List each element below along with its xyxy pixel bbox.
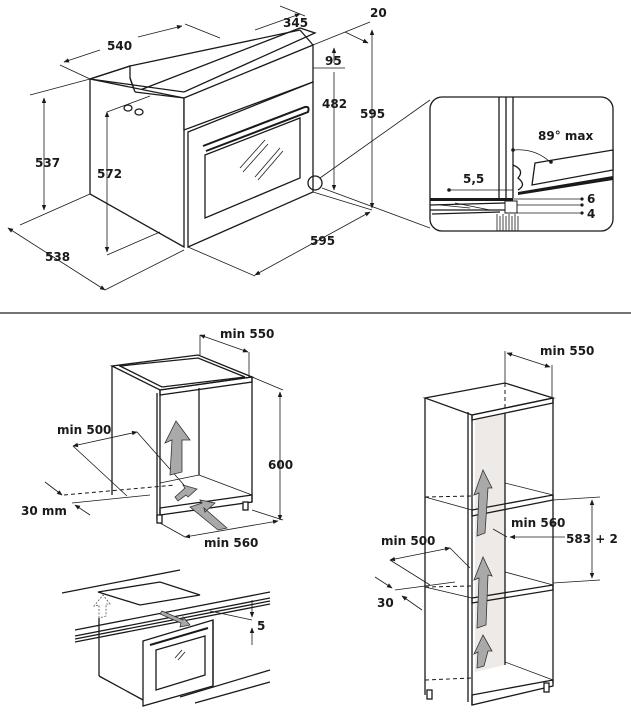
- detail-gap: 5,5: [463, 172, 484, 186]
- detail-angle: 89° max: [538, 129, 593, 143]
- airflow-arrow: [473, 555, 493, 629]
- col-width-back: min 500: [381, 534, 435, 548]
- dim-depth-top: 345: [283, 16, 308, 30]
- under-counter-cabinet: [44, 334, 284, 539]
- dim-width-top: 540: [107, 39, 132, 53]
- door-window: [204, 117, 301, 219]
- uc-width-back: min 500: [57, 423, 111, 437]
- uc-height: 600: [268, 458, 293, 472]
- uc-gap: 30 mm: [21, 504, 67, 518]
- airflow-arrow: [174, 484, 198, 502]
- oven-side: [89, 78, 185, 249]
- hob-gap: 5: [257, 619, 265, 633]
- dim-front-width: 595: [310, 234, 335, 248]
- dim-depth-bottom: 538: [45, 250, 70, 264]
- dim-door-height: 482: [322, 97, 347, 111]
- oven-isometric: [89, 27, 431, 249]
- dim-total-height: 595: [360, 107, 385, 121]
- dim-cavity-height: 572: [97, 167, 122, 181]
- airflow-arrow: [473, 468, 493, 537]
- tall-column-cabinet: [374, 351, 601, 706]
- uc-width-front: min 560: [204, 536, 258, 550]
- col-width-inner: min 560: [511, 516, 565, 530]
- detail-dim-b: 4: [587, 207, 595, 221]
- col-niche-height: 583 + 2: [566, 532, 618, 546]
- detail-inset: [429, 96, 614, 232]
- oven-top: [89, 27, 317, 93]
- vent-hole: [123, 104, 133, 112]
- dim-side-height: 537: [35, 156, 60, 170]
- detail-dim-a: 6: [587, 192, 595, 206]
- dim-panel-height: 95: [325, 54, 342, 68]
- airflow-arrow: [164, 420, 191, 476]
- col-depth: min 550: [540, 344, 594, 358]
- airflow-arrow: [159, 610, 191, 628]
- col-gap: 30: [377, 596, 394, 610]
- uc-depth: min 550: [220, 327, 274, 341]
- vent-hole: [134, 108, 144, 116]
- dimension-lines: [7, 5, 375, 291]
- airflow-arrow: [92, 594, 111, 619]
- airflow-arrow: [189, 499, 228, 531]
- door-handle: [202, 105, 310, 152]
- detail-marker: [307, 175, 323, 191]
- hob-install: [61, 569, 271, 707]
- dim-front-offset: 20: [370, 6, 387, 20]
- airflow-arrow: [473, 634, 493, 669]
